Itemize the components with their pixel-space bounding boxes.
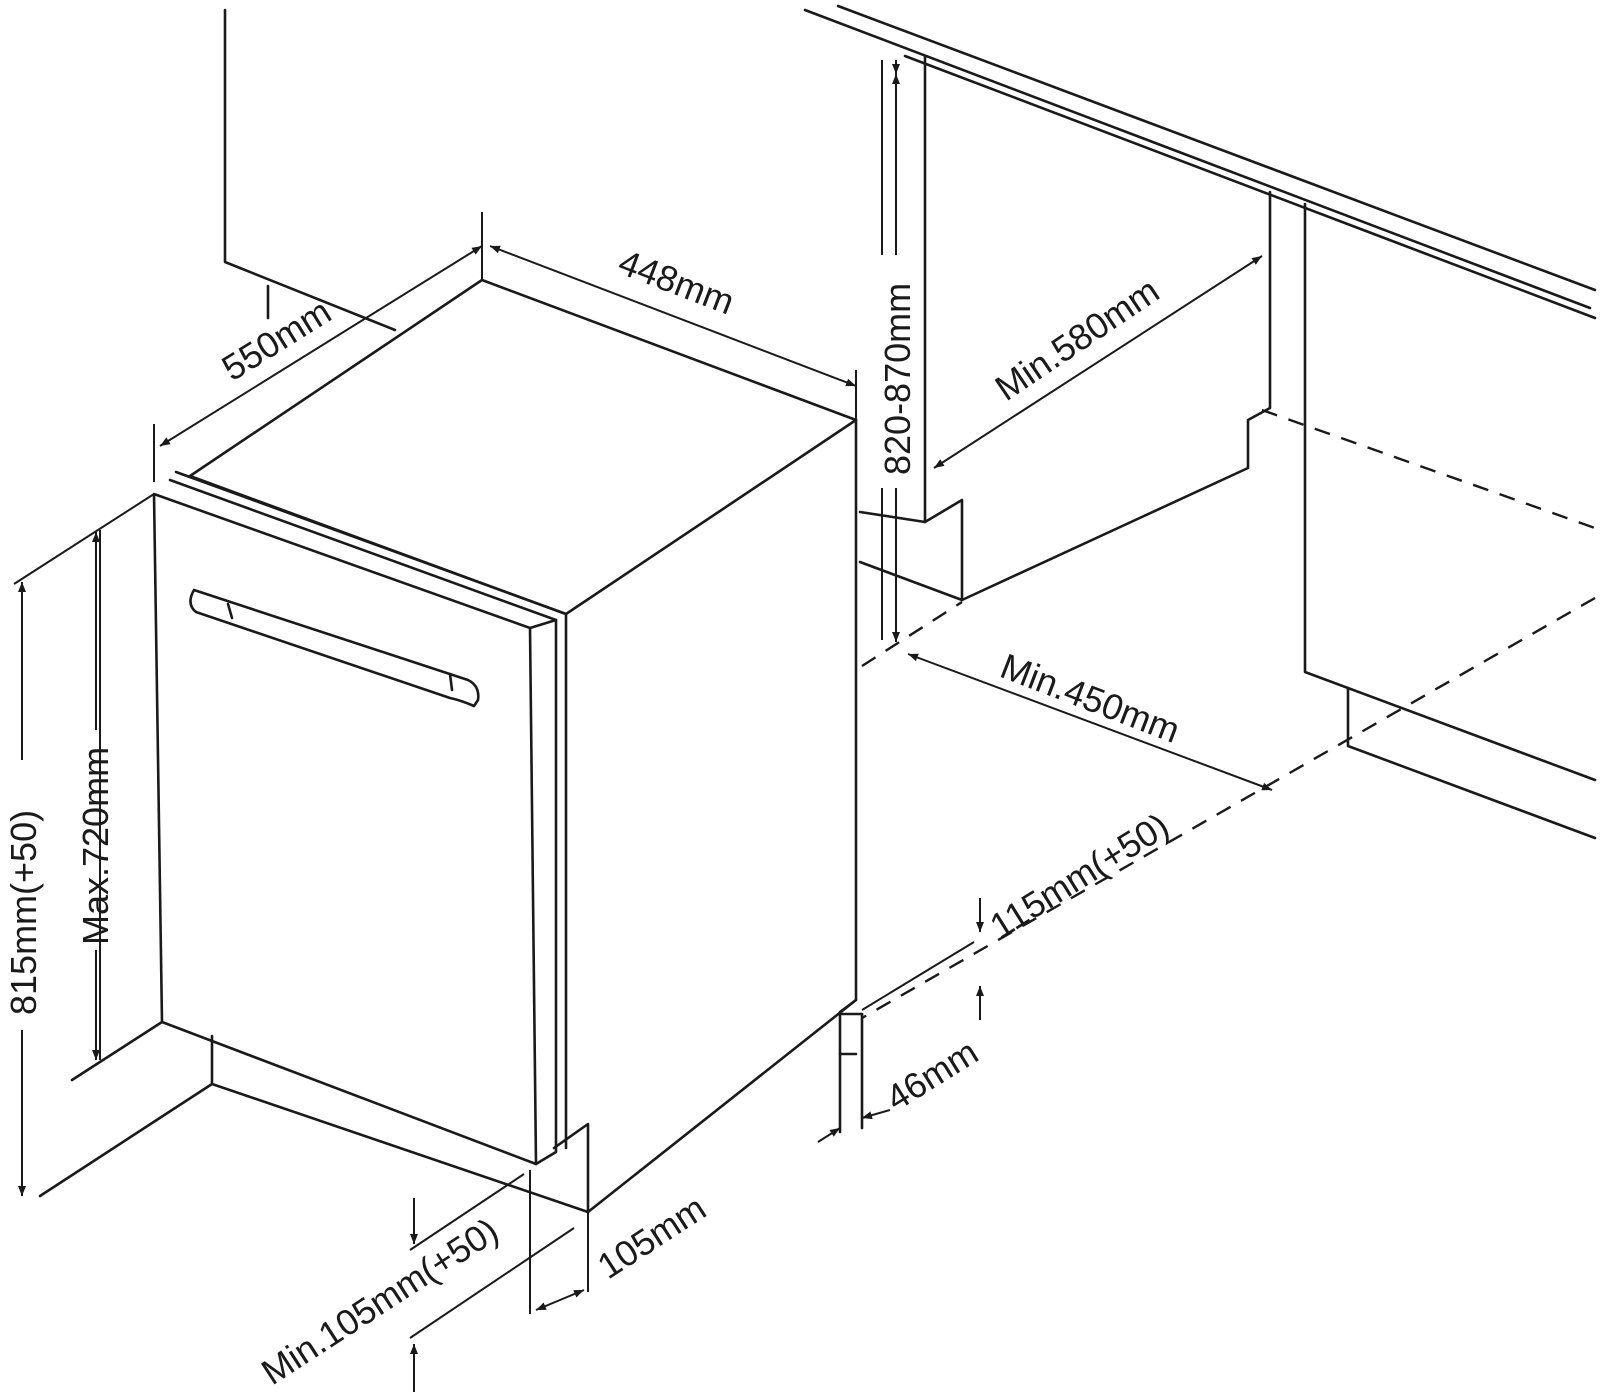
- left-cabinet-edge: [223, 8, 397, 332]
- niche-left-panel: [858, 54, 1272, 602]
- dimension-total-height: 815mm(+50): [3, 493, 155, 1196]
- label-door-height: Max.720mm: [75, 747, 116, 945]
- dimension-base-offset: 105mm: [529, 1170, 713, 1314]
- label-front-plinth: Min.105mm(+50): [254, 1210, 505, 1393]
- dimension-front-plinth: Min.105mm(+50): [254, 1173, 575, 1393]
- niche-right-cabinet: [1303, 202, 1597, 840]
- dimension-width: 448mm: [489, 241, 857, 420]
- label-niche-depth: Min.580mm: [988, 269, 1167, 408]
- door-handle: [189, 588, 480, 708]
- label-plinth-gap: 46mm: [879, 1031, 986, 1119]
- niche-floor-dashed: [861, 408, 1596, 1020]
- dimension-niche-depth: Min.580mm: [933, 255, 1263, 469]
- dimension-depth: 550mm: [153, 212, 483, 482]
- label-base-offset: 105mm: [590, 1187, 713, 1287]
- floor-lines: [38, 998, 864, 1198]
- dimension-door-height: Max.720mm: [75, 530, 116, 1060]
- label-plinth-height: 115mm(+50): [983, 805, 1176, 947]
- dimension-plinth-height: 115mm(+50): [861, 805, 1176, 1020]
- countertop: [803, 4, 1597, 320]
- dimension-niche-width: Min.450mm: [907, 645, 1273, 791]
- dishwasher-side: [552, 418, 858, 1214]
- label-niche-height: 820-870mm: [877, 283, 918, 475]
- dimension-plinth-gap: 46mm: [817, 1031, 986, 1143]
- dishwasher: [152, 278, 858, 1214]
- dimension-niche-height: 820-870mm: [877, 60, 918, 642]
- label-total-height: 815mm(+50): [3, 810, 44, 1015]
- label-width: 448mm: [613, 241, 740, 322]
